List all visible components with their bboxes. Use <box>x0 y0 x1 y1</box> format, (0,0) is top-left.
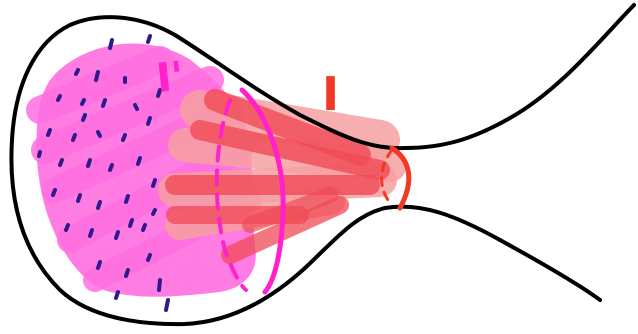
label-i-prime: I' <box>154 53 186 102</box>
label-i: I <box>322 67 339 121</box>
